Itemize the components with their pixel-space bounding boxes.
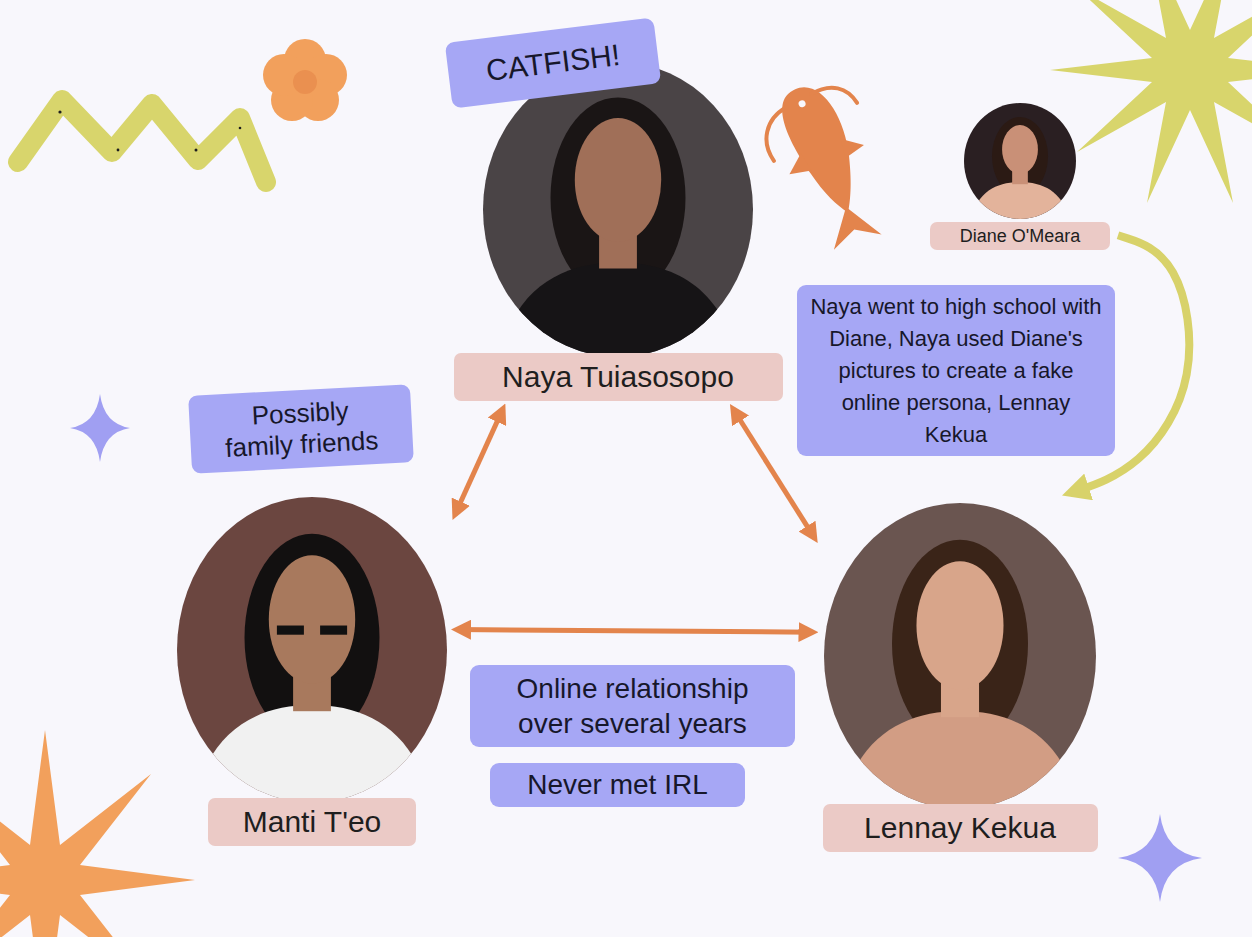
relation-note: Naya went to high school with Diane, Nay… (797, 285, 1115, 456)
portrait-photo (824, 503, 1096, 809)
double-arrow (457, 630, 813, 633)
relation-note: Possibly family friends (188, 384, 414, 474)
portrait-photo (483, 62, 753, 357)
speckles (58, 110, 241, 151)
sparkle-shape (1118, 814, 1202, 902)
portrait-drawing (824, 503, 1096, 809)
name-tag: Manti T'eo (208, 798, 416, 846)
portrait-drawing (483, 62, 753, 357)
flower-shape (263, 39, 347, 121)
zigzag-shape (18, 100, 266, 182)
portrait-photo (964, 103, 1076, 219)
portrait-photo (177, 497, 447, 803)
person-card: Lennay Kekua (823, 503, 1098, 852)
sunburst-shape (0, 730, 195, 937)
sparkle-shape (70, 394, 130, 462)
portrait-drawing (964, 103, 1076, 219)
double-arrow (455, 409, 503, 514)
relation-note: Online relationship over several years (470, 665, 795, 747)
note-label: Never met IRL (490, 763, 745, 807)
person-card: Manti T'eo (177, 497, 447, 846)
name-tag: Naya Tuiasosopo (454, 353, 783, 401)
person-card: Naya Tuiasosopo (454, 62, 783, 401)
catfish-icon (752, 71, 902, 261)
portrait-drawing (177, 497, 447, 803)
name-tag: Lennay Kekua (823, 804, 1098, 852)
person-card: Diane O'Meara (930, 103, 1110, 250)
name-tag: Diane O'Meara (930, 222, 1110, 250)
sunburst-shape (1050, 0, 1252, 203)
